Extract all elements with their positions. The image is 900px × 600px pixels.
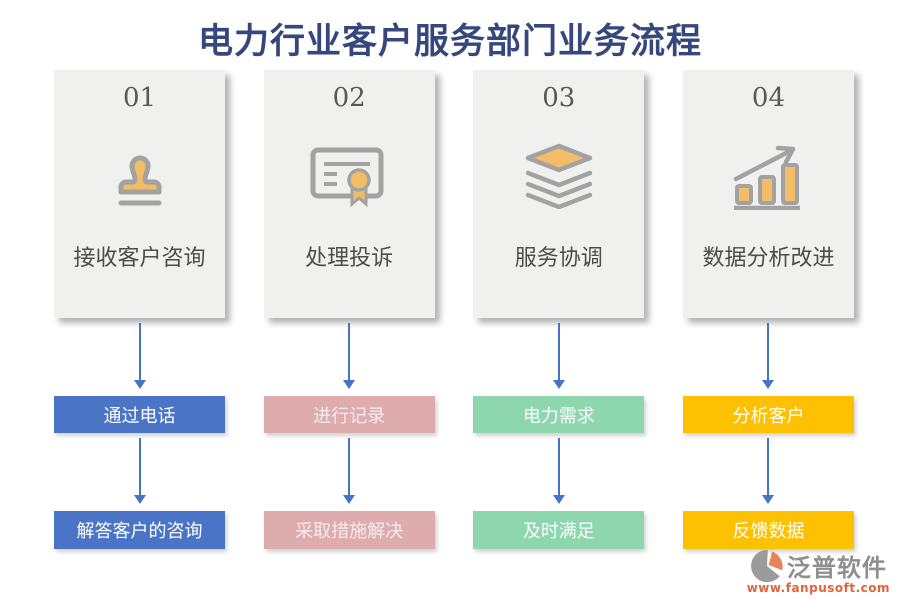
flow-column-4: 04 数据分析改进 分析客户 反馈数据 [682, 70, 854, 549]
step-card-4: 04 数据分析改进 [682, 70, 854, 318]
step-title: 数据分析改进 [702, 245, 835, 271]
down-arrow-icon [762, 433, 775, 511]
step-detail-box: 通过电话 [54, 396, 225, 433]
page-title: 电力行业客户服务部门业务流程 [197, 21, 702, 62]
step-detail-box: 采取措施解决 [263, 511, 435, 549]
step-detail-box: 及时满足 [473, 511, 645, 549]
step-detail-box: 进行记录 [263, 396, 435, 433]
step-title: 服务协调 [514, 245, 603, 271]
step-number: 01 [122, 83, 157, 113]
certificate-icon [310, 120, 388, 232]
step-card-3: 03 服务协调 [473, 70, 645, 318]
down-arrow-icon [552, 318, 565, 396]
flow-column-2: 02 处理投诉 进行记录 采取措施解决 [263, 70, 435, 549]
down-arrow-icon [552, 433, 565, 511]
step-card-1: 01 接收客户咨询 [54, 70, 225, 318]
stamp-icon [104, 120, 176, 232]
step-title: 处理投诉 [305, 245, 394, 271]
step-title: 接收客户咨询 [73, 245, 206, 271]
bar-chart-icon [732, 120, 804, 232]
step-number: 02 [332, 83, 366, 113]
step-number: 04 [751, 83, 786, 113]
down-arrow-icon [133, 318, 146, 396]
flow-columns: 01 接收客户咨询 通过电话 解答客户的咨询 02 [54, 70, 854, 549]
flow-column-3: 03 服务协调 电力需求 及时满足 [473, 70, 645, 549]
fanpu-logo-icon [750, 549, 784, 583]
brand-name: 泛普软件 [786, 554, 887, 582]
step-card-2: 02 处理投诉 [263, 70, 435, 318]
down-arrow-icon [762, 318, 775, 396]
step-detail-box: 电力需求 [473, 396, 645, 433]
down-arrow-icon [133, 433, 146, 511]
layers-icon [522, 120, 596, 232]
brand-footer: 泛普软件 www.fanpusoft.com [747, 548, 890, 595]
down-arrow-icon [343, 318, 356, 396]
step-number: 03 [542, 83, 576, 113]
step-detail-box: 解答客户的咨询 [54, 511, 225, 549]
brand-url: www.fanpusoft.com [746, 581, 890, 595]
step-detail-box: 分析客户 [682, 396, 854, 433]
down-arrow-icon [343, 433, 356, 511]
step-detail-box: 反馈数据 [682, 511, 854, 549]
flow-column-1: 01 接收客户咨询 通过电话 解答客户的咨询 [54, 70, 225, 549]
